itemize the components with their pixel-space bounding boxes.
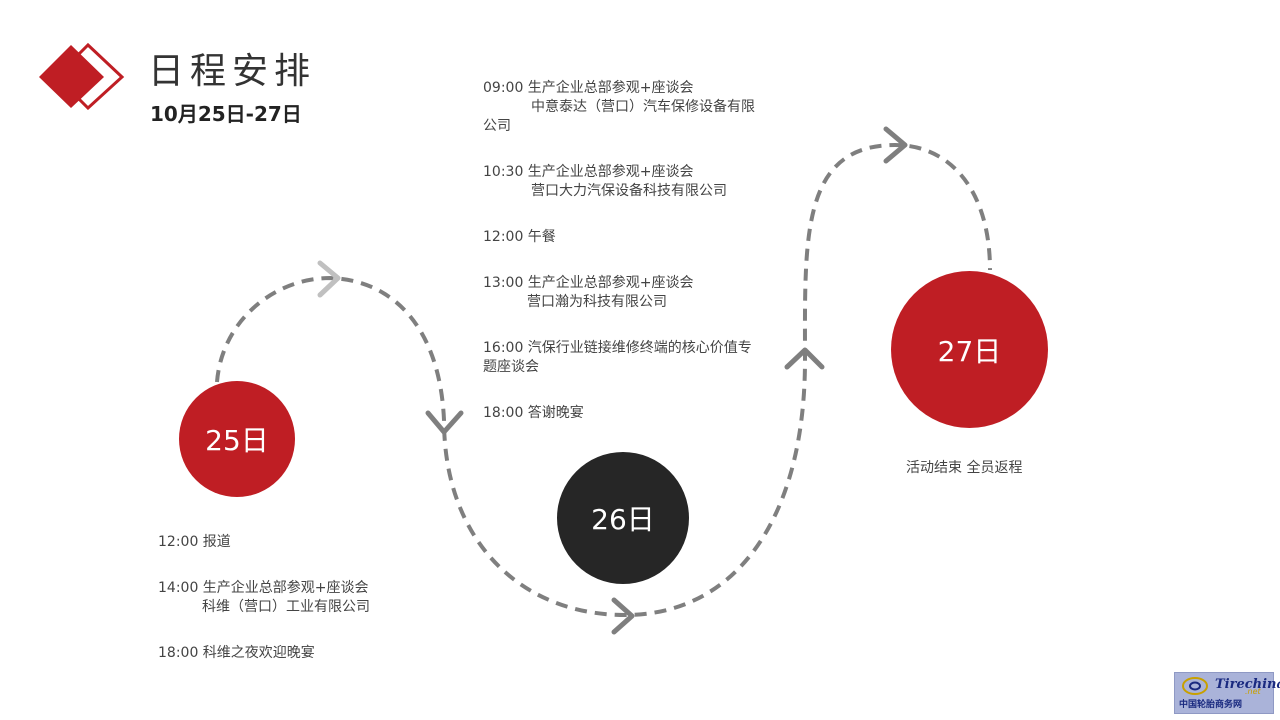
- schedule-day-27: 活动结束 全员返程: [906, 459, 1022, 478]
- arrow-down-icon: [425, 410, 464, 435]
- page-title: 日程安排: [148, 51, 317, 92]
- schedule-item-detail: 营口大力汽保设备科技有限公司: [531, 183, 727, 199]
- day-25-circle: 25日: [179, 381, 295, 497]
- arrow-right-icon: [883, 126, 908, 164]
- schedule-item: 10:30 生产企业总部参观+座谈会: [483, 164, 694, 180]
- schedule-item: 12:00 报道: [158, 534, 231, 550]
- schedule-day-25: 12:00 报道 14:00 生产企业总部参观+座谈会 科维（营口）工业有限公司…: [158, 533, 370, 663]
- arrow-right-icon: [611, 597, 635, 635]
- schedule-item: 09:00 生产企业总部参观+座谈会: [483, 80, 694, 96]
- day-25-label: 25日: [205, 424, 269, 457]
- day-27-label: 27日: [937, 334, 1002, 368]
- schedule-item-detail: 科维（营口）工业有限公司: [202, 599, 370, 615]
- header-logo-icon: [39, 42, 125, 110]
- schedule-item-detail: 中意泰达（营口）汽车保修设备有限: [531, 99, 755, 115]
- day-26-circle: 26日: [557, 452, 689, 584]
- day-27-circle: 27日: [891, 271, 1048, 428]
- tire-icon: [1182, 677, 1208, 695]
- date-range: 10月25日-27日: [150, 102, 302, 126]
- watermark-suffix: .net: [1245, 687, 1261, 696]
- arrow-up-icon: [784, 347, 825, 370]
- schedule-item-detail: 题座谈会: [483, 359, 539, 375]
- schedule-item: 16:00 汽保行业链接维修终端的核心价值专: [483, 340, 752, 356]
- watermark-brand: Tirechina: [1215, 677, 1280, 692]
- schedule-item-detail: 公司: [483, 118, 511, 134]
- schedule-item: 18:00 科维之夜欢迎晚宴: [158, 645, 315, 661]
- day-26-label: 26日: [591, 503, 655, 536]
- schedule-item: 12:00 午餐: [483, 229, 556, 245]
- watermark-caption: 中国轮胎商务网: [1179, 700, 1243, 710]
- arrow-right-icon: [317, 260, 341, 298]
- schedule-item: 18:00 答谢晚宴: [483, 405, 584, 421]
- schedule-item: 13:00 生产企业总部参观+座谈会: [483, 275, 694, 291]
- schedule-item-detail: 营口瀚为科技有限公司: [527, 294, 667, 310]
- schedule-item: 14:00 生产企业总部参观+座谈会: [158, 580, 369, 596]
- watermark-logo: Tirechina .net 中国轮胎商务网: [1174, 672, 1280, 714]
- schedule-day-26: 09:00 生产企业总部参观+座谈会 中意泰达（营口）汽车保修设备有限 公司 1…: [483, 79, 755, 423]
- schedule-item: 活动结束 全员返程: [906, 460, 1023, 476]
